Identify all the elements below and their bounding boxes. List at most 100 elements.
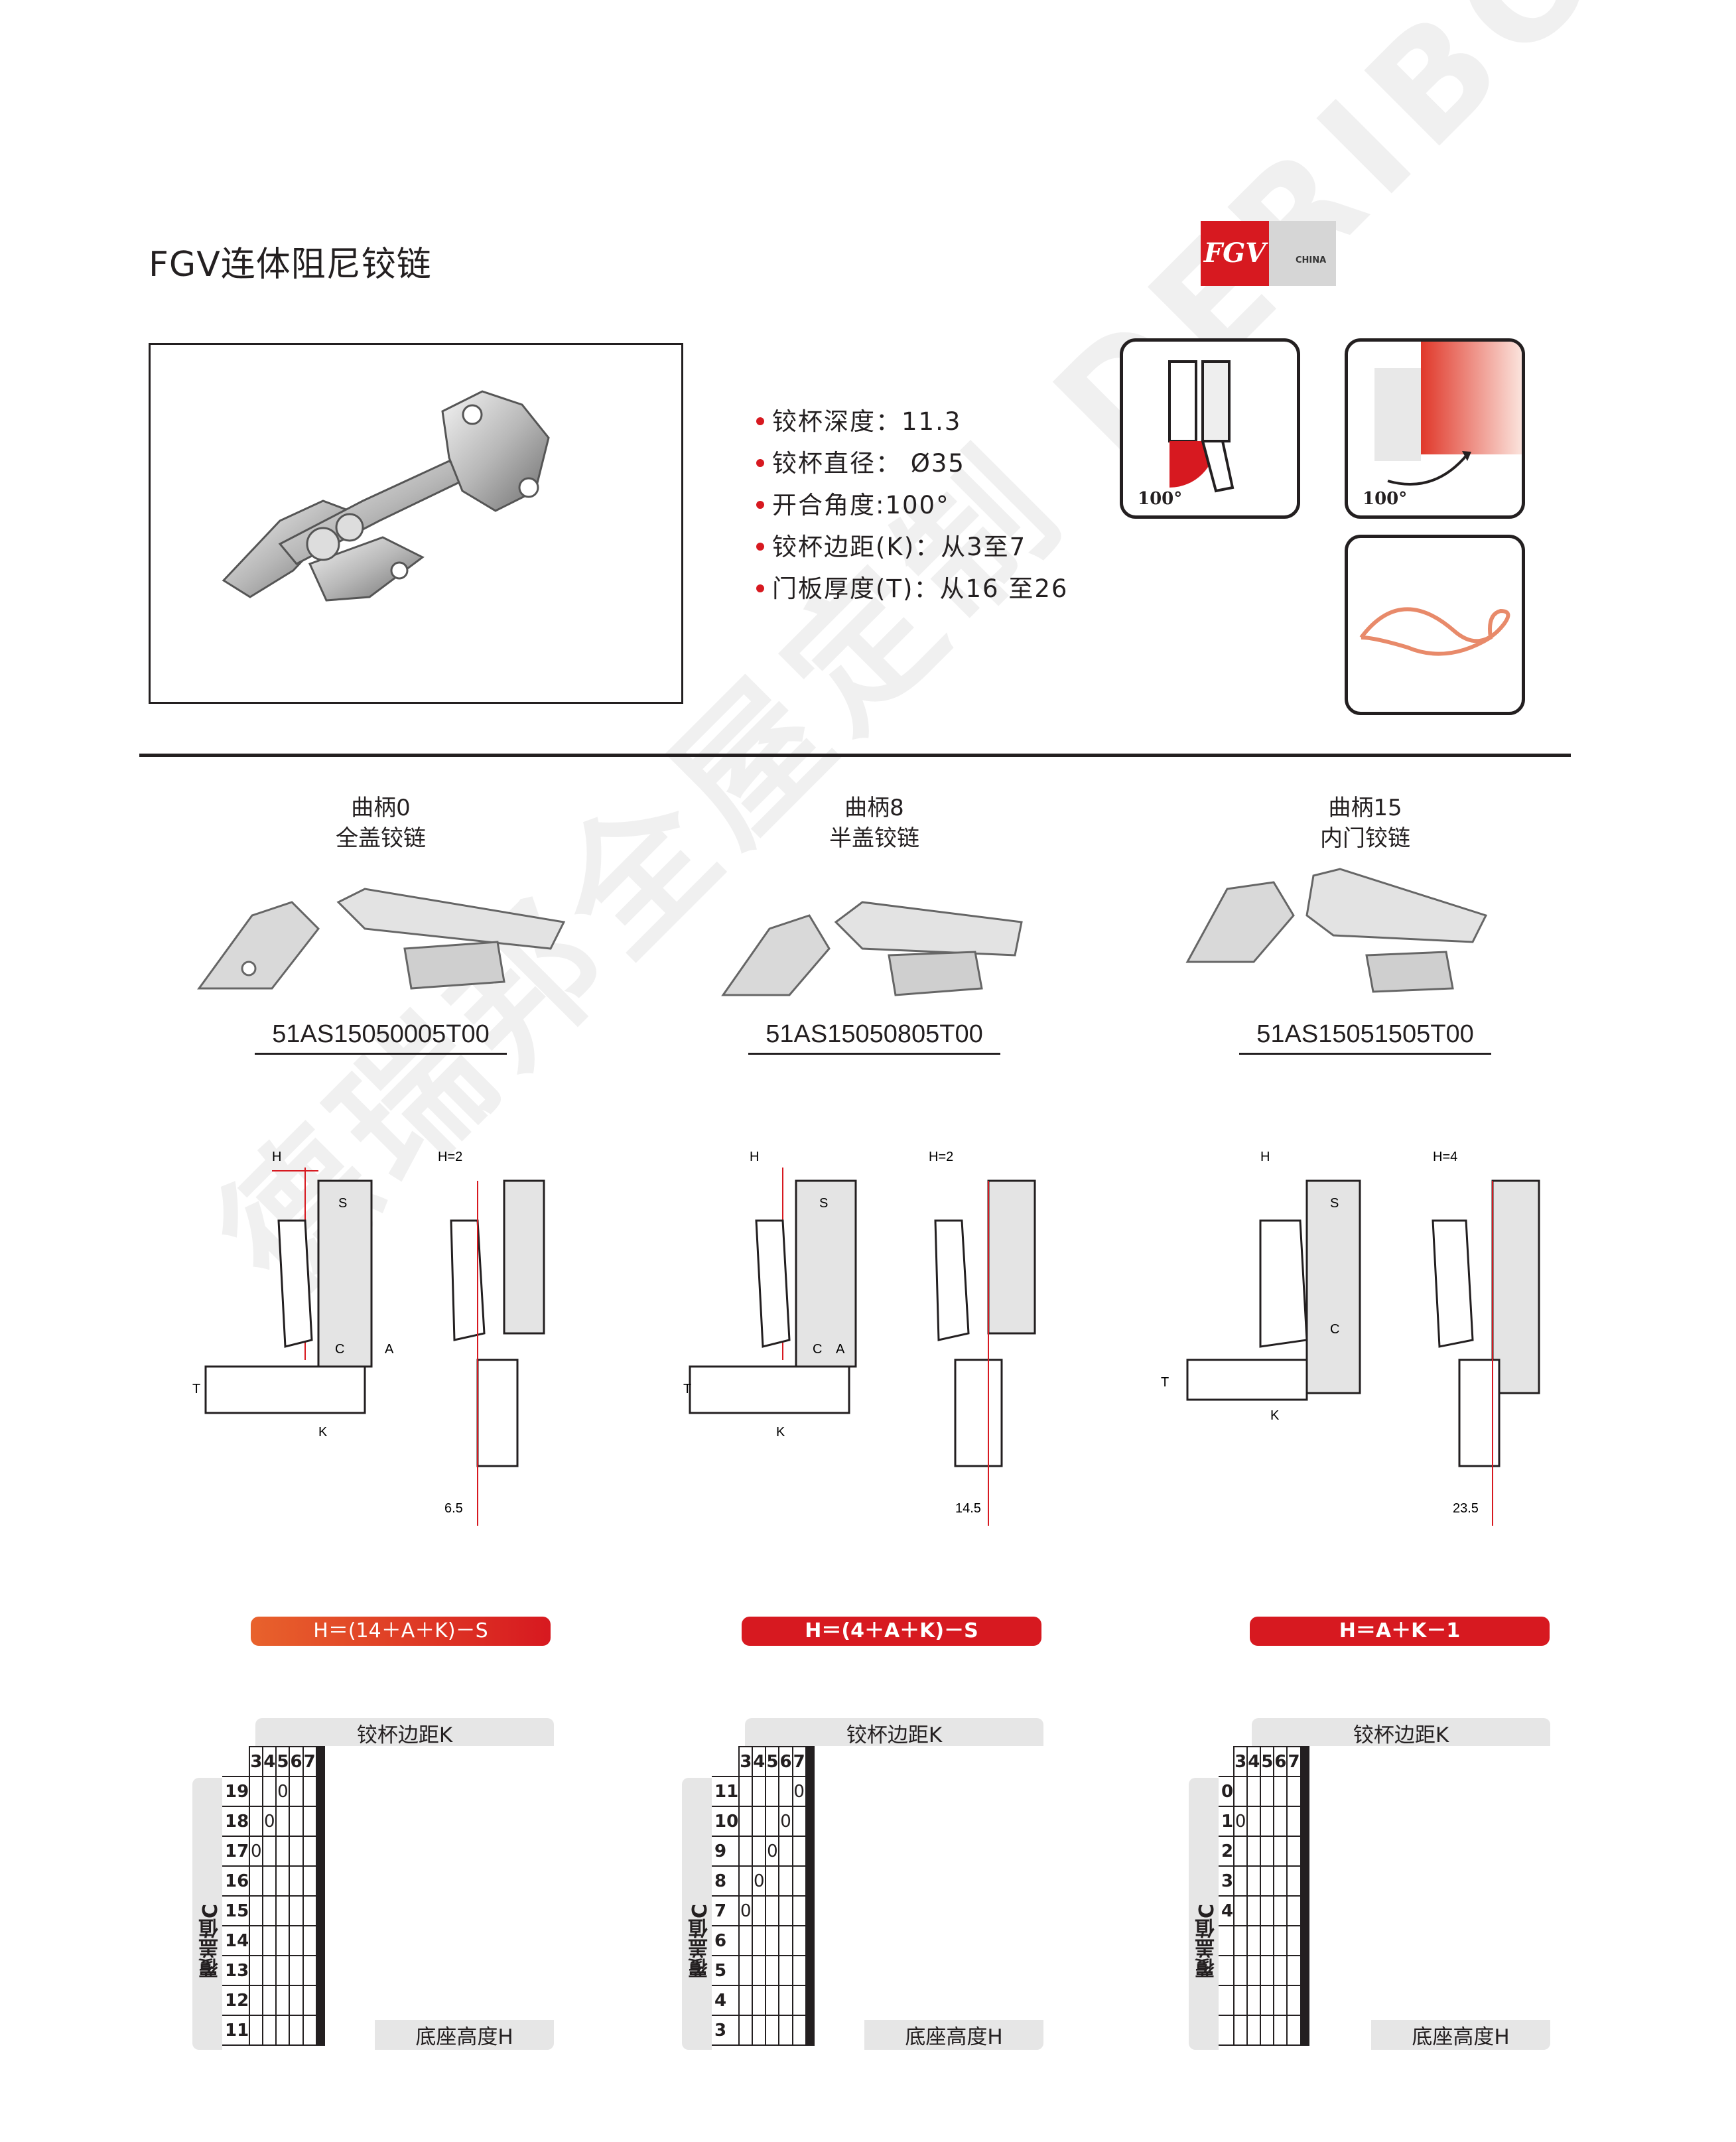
table-cell — [275, 2015, 291, 2046]
table-cell — [738, 1925, 754, 1956]
table-cell — [1306, 1985, 1309, 2016]
spec-item: 门板厚度(T)：从16 至26 — [756, 568, 1068, 610]
table-cell — [811, 1955, 815, 1986]
table-cell: 0 — [1233, 1806, 1248, 1837]
brand-logo: FGV — [1201, 221, 1269, 286]
table-cell — [1303, 1985, 1307, 2016]
product-heading: 曲柄15 内门铰链 — [1233, 793, 1498, 854]
table-cell: 0 — [765, 1836, 780, 1867]
table-cell — [809, 1776, 812, 1807]
table-cell — [289, 1955, 304, 1986]
table-row-header: 4 — [1219, 1895, 1235, 1926]
table-column-header: 7 — [1286, 1746, 1302, 1777]
svg-text:T: T — [683, 1382, 691, 1396]
table-cell — [289, 1836, 304, 1867]
table-cell — [1306, 2015, 1309, 2046]
svg-text:T: T — [192, 1382, 200, 1396]
table-cell — [315, 1776, 318, 1807]
table-cell — [1301, 1955, 1304, 1986]
table-column-header — [322, 1746, 325, 1777]
table-cell — [811, 1865, 815, 1897]
table-column-header — [1306, 1746, 1309, 1777]
table-cell: 0 — [275, 1776, 291, 1807]
table-column-header: 5 — [1260, 1746, 1275, 1777]
table-cell — [1303, 1865, 1307, 1897]
spec-item: 开合角度:100° — [756, 484, 1068, 526]
table-cell — [316, 1776, 320, 1807]
table-cell — [1246, 2015, 1262, 2046]
table-row — [1219, 1925, 1309, 1956]
table-cell — [319, 2015, 322, 2046]
table-cell — [1273, 1955, 1288, 1986]
table-cell — [1300, 1865, 1303, 1897]
table-cell — [1260, 1985, 1275, 2016]
table-cell — [810, 1776, 813, 1807]
table-cell — [778, 1865, 793, 1897]
table-cell — [1260, 1806, 1275, 1837]
table-cell — [791, 1895, 807, 1926]
table-cell — [811, 1925, 815, 1956]
table-cell — [778, 2015, 793, 2046]
table-cell — [809, 1895, 812, 1926]
table-cell — [810, 1836, 813, 1867]
table-cell — [1300, 1895, 1303, 1926]
hinge-type-label: 全盖铰链 — [336, 825, 426, 852]
table-row: 0 — [1219, 1776, 1309, 1807]
table-row-header: 12 — [222, 1985, 251, 2016]
table-cell — [1286, 1925, 1302, 1956]
svg-text:K: K — [318, 1425, 328, 1439]
table-cell — [249, 1806, 264, 1837]
table-cell — [805, 1955, 808, 1986]
table-cell — [319, 1865, 322, 1897]
table-cell — [262, 1776, 277, 1807]
bullet-icon — [756, 458, 764, 467]
table-cell — [807, 1865, 811, 1897]
table-cell — [1246, 1985, 1262, 2016]
table-cell — [318, 1865, 321, 1897]
table-column-header — [318, 1746, 321, 1777]
table-cell — [810, 1865, 813, 1897]
table-cell — [316, 1865, 320, 1897]
table-cell — [806, 1925, 809, 1956]
table-cell — [315, 1925, 318, 1956]
table-cell — [806, 1985, 809, 2016]
table-column-header — [316, 1746, 320, 1777]
table-cell — [1303, 1895, 1307, 1926]
table-column-header: 3 — [738, 1746, 754, 1777]
table-cell — [807, 1985, 811, 2016]
product-code: 51AS15050805T00 — [748, 1020, 1000, 1055]
table-cell — [302, 1925, 317, 1956]
table-row-header: 3 — [1219, 1865, 1235, 1897]
table-cell — [315, 1806, 318, 1837]
table-row: 4 — [1219, 1895, 1309, 1926]
table-cell — [752, 1955, 767, 1986]
table-cell: 0 — [791, 1776, 807, 1807]
table-cell — [1306, 1865, 1309, 1897]
table-cell — [1233, 1985, 1248, 2016]
svg-text:K: K — [776, 1425, 785, 1439]
table-cell — [1303, 2015, 1307, 2046]
table-cell — [807, 1895, 811, 1926]
table-row-header: 16 — [222, 1865, 251, 1897]
table-row-header — [1219, 2015, 1235, 2046]
svg-text:C: C — [1330, 1322, 1339, 1337]
table-cell — [1260, 1895, 1275, 1926]
table-cell — [302, 1985, 317, 2016]
table-cell — [1286, 1806, 1302, 1837]
table-cell — [320, 1776, 324, 1807]
table-cell — [1301, 1895, 1304, 1926]
table-cell — [1302, 1836, 1305, 1867]
table-column-header — [807, 1746, 811, 1777]
table-cell — [778, 1836, 793, 1867]
table-cell — [809, 2015, 812, 2046]
table-cell — [791, 1925, 807, 1956]
table-cell — [1302, 1776, 1305, 1807]
table-column-header — [805, 1746, 808, 1777]
table-cell: 0 — [752, 1865, 767, 1897]
table-cell — [1303, 1836, 1307, 1867]
table-cell — [1301, 1985, 1304, 2016]
table-cell — [791, 1865, 807, 1897]
table-cell — [1300, 1985, 1303, 2016]
